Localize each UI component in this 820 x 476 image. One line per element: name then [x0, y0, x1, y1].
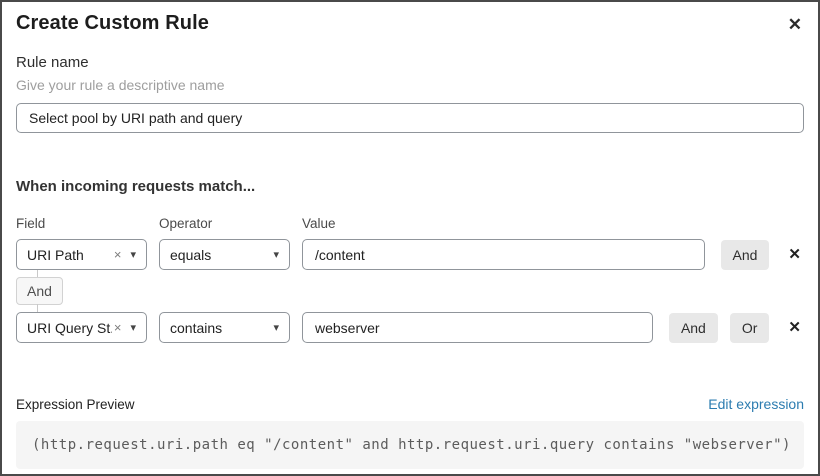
operator-select-row1[interactable]: equals ▾ [159, 239, 290, 270]
or-button-row2[interactable]: Or [729, 312, 770, 343]
and-button-row2[interactable]: And [668, 312, 718, 343]
rule-name-input[interactable] [16, 103, 804, 133]
and-button-row1[interactable]: And [720, 239, 770, 270]
connector-and-badge: And [16, 277, 63, 305]
operator-select-row1-value: equals [170, 246, 212, 263]
edit-expression-link[interactable]: Edit expression [708, 396, 804, 412]
field-column-label: Field [16, 216, 46, 231]
close-icon[interactable]: ✕ [787, 15, 802, 34]
field-select-row1-value: URI Path [27, 246, 84, 263]
rule-name-label: Rule name [16, 54, 89, 71]
chevron-down-icon: ▾ [130, 322, 136, 334]
match-section-heading: When incoming requests match... [16, 178, 256, 195]
field-select-row2-value: URI Query St... [27, 319, 112, 336]
chevron-down-icon: ▾ [130, 249, 136, 261]
connector-line-bottom [37, 304, 38, 312]
field-select-row1[interactable]: URI Path × ▾ [16, 239, 147, 270]
clear-icon[interactable]: × [113, 320, 122, 335]
condition-column-labels: Field Operator Value [16, 216, 804, 231]
rule-name-hint: Give your rule a descriptive name [16, 77, 225, 93]
value-input-row2[interactable] [302, 312, 653, 343]
connector-line-top [37, 270, 38, 277]
logic-connector: And [16, 270, 804, 312]
value-input-row1[interactable] [302, 239, 705, 270]
operator-select-row2-value: contains [170, 319, 223, 336]
expression-preview-label: Expression Preview [16, 397, 135, 412]
expression-preview-header: Expression Preview Edit expression [16, 396, 804, 412]
expression-preview-box: (http.request.uri.path eq "/content" and… [16, 421, 804, 469]
condition-row-1: URI Path × ▾ equals ▾ And ✕ [16, 239, 804, 270]
expression-code: (http.request.uri.path eq "/content" and… [32, 437, 791, 453]
condition-row-2: URI Query St... × ▾ contains ▾ And Or ✕ [16, 312, 804, 343]
dialog-title: Create Custom Rule [16, 12, 209, 34]
value-column-label: Value [302, 216, 336, 231]
dialog-header: Create Custom Rule ✕ [16, 12, 804, 35]
field-select-row2[interactable]: URI Query St... × ▾ [16, 312, 147, 343]
clear-icon[interactable]: × [113, 247, 122, 262]
remove-row1-icon[interactable]: ✕ [788, 246, 801, 263]
remove-row2-icon[interactable]: ✕ [788, 319, 801, 336]
operator-select-row2[interactable]: contains ▾ [159, 312, 290, 343]
chevron-down-icon: ▾ [273, 322, 279, 334]
operator-column-label: Operator [159, 216, 213, 231]
chevron-down-icon: ▾ [273, 249, 279, 261]
